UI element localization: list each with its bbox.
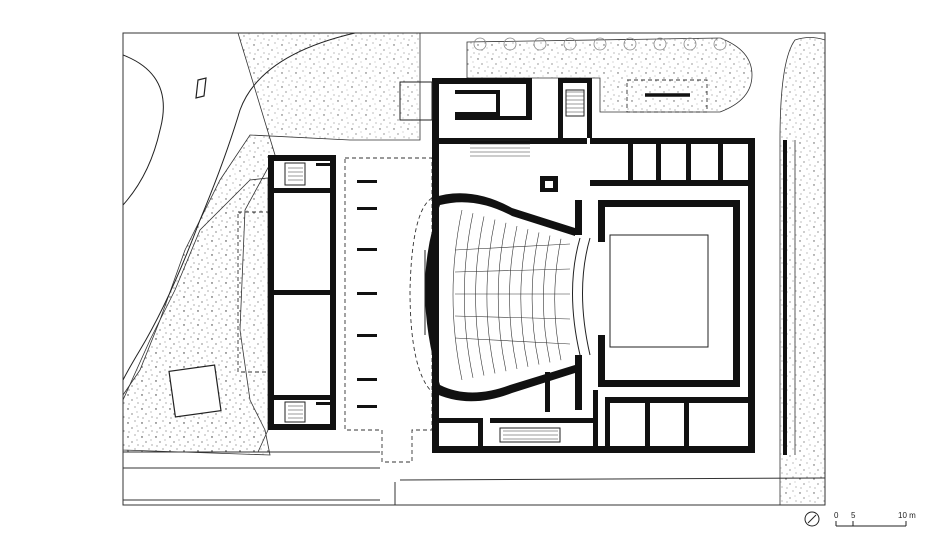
stairs: [288, 91, 584, 440]
foyer-bar: [430, 248, 436, 336]
auditorium-wall: [425, 193, 575, 402]
seat-row: [497, 222, 507, 372]
stage-edge-2: [582, 237, 591, 356]
road-edge: [123, 33, 356, 381]
seat-aisle: [454, 268, 571, 273]
pavilion: [168, 364, 222, 418]
left-wing: [268, 155, 336, 430]
seat-aisle: [454, 315, 571, 320]
landscape: [123, 33, 825, 505]
seat-row: [509, 225, 518, 370]
scale-bar: 0 5 10 m: [834, 511, 916, 527]
scale-tick-5: 5: [851, 511, 856, 520]
main-building: [399, 78, 755, 453]
scale-tick-10: 10 m: [898, 511, 916, 520]
seating-rows: [452, 209, 571, 381]
stipple-right: [779, 37, 825, 505]
north-arrow-icon: [804, 511, 820, 527]
tree-row: [473, 37, 727, 51]
seat-row: [486, 219, 496, 374]
seat-row: [452, 209, 463, 381]
path-curve: [123, 54, 164, 206]
seat-row: [520, 229, 529, 367]
seat-row: [464, 213, 474, 378]
seat-row: [554, 238, 562, 361]
seat-row: [543, 235, 551, 363]
seat-aisle: [454, 243, 571, 251]
stage-edge: [572, 237, 581, 356]
foyer-curve: [409, 197, 433, 393]
seat-row: [475, 216, 485, 376]
street-line-3: [399, 477, 825, 481]
seat-row: [531, 232, 540, 365]
canopy-columns: [357, 180, 377, 408]
foyer-canopy: [344, 157, 433, 463]
seat-aisle: [454, 337, 571, 345]
scale-tick-0: 0: [834, 511, 839, 520]
stipple-top-right: [466, 37, 753, 113]
pond: [195, 77, 207, 99]
